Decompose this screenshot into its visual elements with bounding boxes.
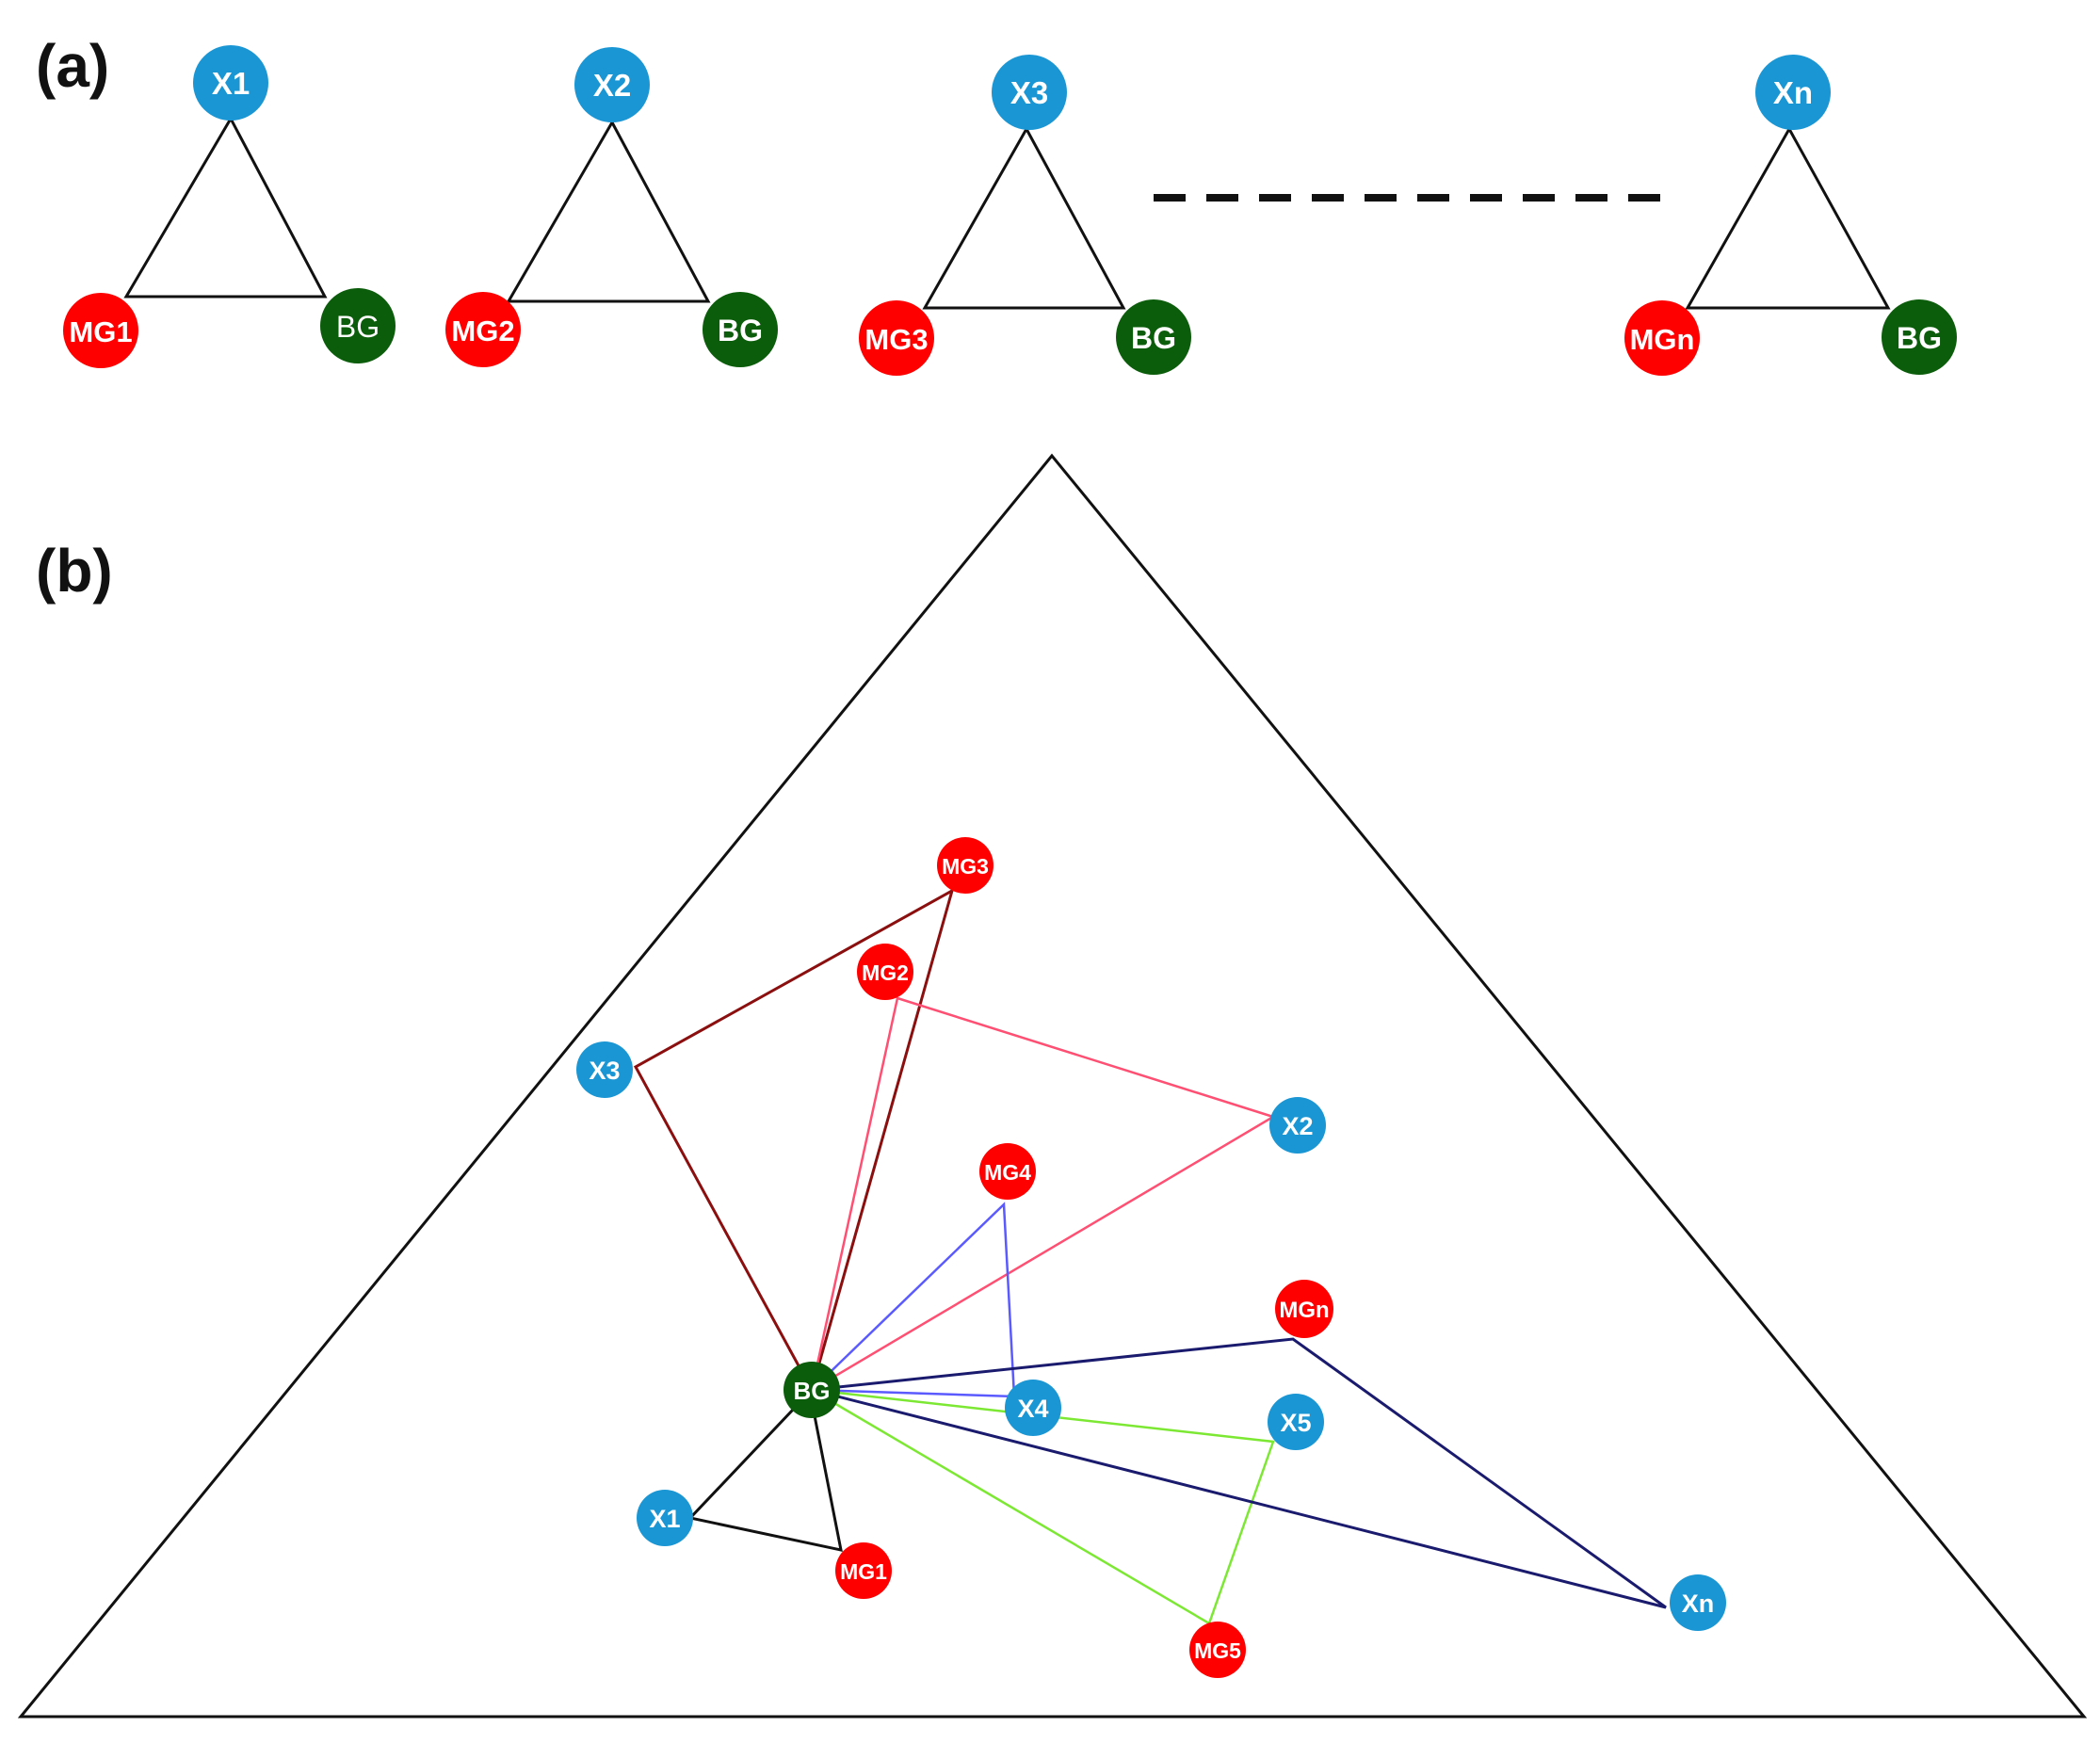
panel-a-triangle-3 [922, 125, 1126, 310]
svg-text:MGn: MGn [1630, 323, 1695, 356]
panel-a: (a) X1 MG1 BG X2 MG2 [36, 32, 1957, 376]
panel-b: (b) MG3 MG2 MG4 MGn MG1 [17, 453, 2088, 1719]
panel-a-node-bg2: BG [703, 292, 778, 367]
panel-a-node-x2: X2 [574, 47, 650, 122]
svg-text:X3: X3 [589, 1057, 620, 1085]
svg-text:MG2: MG2 [451, 315, 514, 347]
svg-text:X2: X2 [1282, 1112, 1313, 1140]
panel-a-node-x1: X1 [193, 45, 268, 121]
svg-text:MG5: MG5 [1194, 1638, 1241, 1663]
panel-b-node-mg4: MG4 [979, 1143, 1036, 1200]
svg-text:MG3: MG3 [864, 323, 928, 356]
panel-b-node-mg5: MG5 [1189, 1622, 1246, 1678]
panel-a-node-mgn: MGn [1624, 300, 1700, 376]
ternary-outline [17, 453, 2088, 1719]
subtriangle-x1 [687, 1388, 843, 1552]
subtriangle-x2 [810, 996, 1277, 1393]
panel-b-node-xn: Xn [1670, 1574, 1726, 1631]
panel-a-label: (a) [36, 32, 109, 100]
panel-a-node-x3: X3 [992, 55, 1067, 130]
panel-b-node-x5: X5 [1268, 1394, 1324, 1450]
svg-text:MG1: MG1 [840, 1559, 887, 1584]
svg-text:BG: BG [336, 310, 380, 344]
panel-b-node-x4: X4 [1005, 1380, 1061, 1436]
svg-text:Xn: Xn [1682, 1590, 1715, 1618]
panel-b-node-mg2: MG2 [857, 944, 913, 1000]
panel-b-node-mg1: MG1 [835, 1542, 892, 1599]
panel-b-node-mg3: MG3 [937, 837, 993, 894]
panel-b-node-x1: X1 [637, 1490, 693, 1546]
svg-text:BG: BG [794, 1377, 831, 1405]
panel-b-node-mgn: MGn [1275, 1280, 1333, 1338]
panel-a-triangle-1 [123, 115, 328, 299]
panel-a-node-xn: Xn [1755, 55, 1831, 130]
svg-text:X5: X5 [1280, 1409, 1311, 1437]
panel-a-triangle-2 [506, 119, 711, 303]
panel-a-node-bg1: BG [320, 288, 396, 363]
svg-text:BG: BG [1131, 321, 1176, 355]
svg-text:X2: X2 [593, 68, 631, 103]
panel-a-node-bgn: BG [1882, 299, 1957, 375]
subtriangle-x4 [809, 1202, 1016, 1398]
panel-a-node-bg3: BG [1116, 299, 1191, 375]
panel-b-node-x2: X2 [1269, 1097, 1326, 1154]
svg-text:MG4: MG4 [984, 1160, 1031, 1185]
svg-text:Xn: Xn [1773, 75, 1813, 110]
panel-a-node-mg1: MG1 [63, 293, 138, 368]
panel-b-node-x3: X3 [576, 1041, 633, 1098]
svg-text:BG: BG [718, 314, 763, 347]
subtriangle-xn [811, 1337, 1667, 1609]
svg-text:BG: BG [1897, 321, 1942, 355]
svg-text:X3: X3 [1010, 75, 1048, 110]
svg-text:X1: X1 [649, 1505, 680, 1533]
panel-a-node-mg2: MG2 [445, 292, 521, 367]
panel-b-node-bg: BG [783, 1362, 840, 1418]
panel-a-node-mg3: MG3 [859, 300, 934, 376]
subtriangle-x3 [633, 887, 955, 1394]
panel-b-label: (b) [36, 537, 113, 605]
svg-text:MG3: MG3 [942, 854, 989, 879]
svg-text:MG1: MG1 [69, 315, 132, 348]
panel-a-triangle-n [1685, 125, 1891, 310]
svg-text:MG2: MG2 [862, 960, 909, 985]
svg-text:MGn: MGn [1279, 1298, 1329, 1323]
svg-text:X1: X1 [212, 66, 250, 101]
svg-text:X4: X4 [1017, 1395, 1048, 1423]
